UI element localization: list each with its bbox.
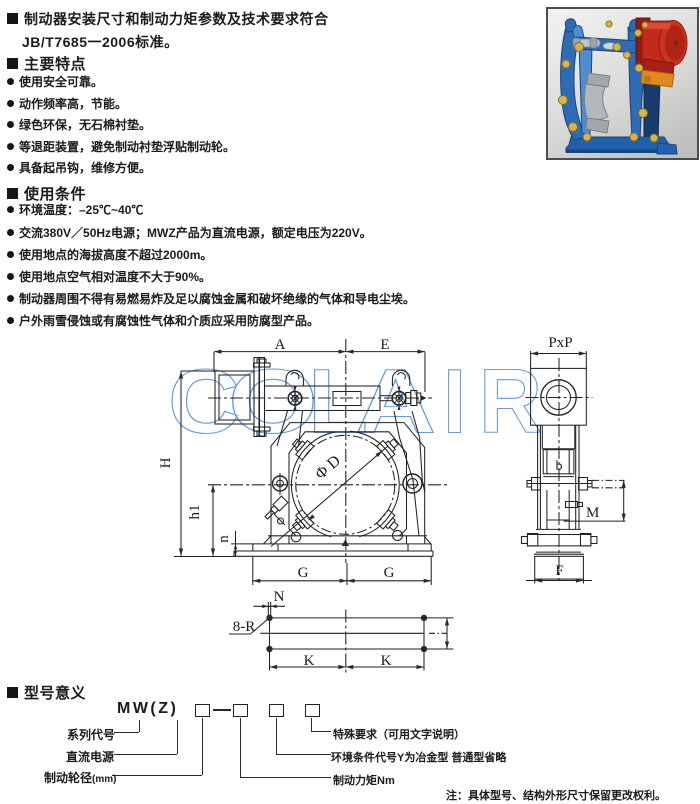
svg-text:N: N <box>274 589 285 605</box>
svg-text:h1: h1 <box>187 505 203 520</box>
svg-text:E: E <box>380 337 389 353</box>
svg-text:PxP: PxP <box>548 335 572 351</box>
svg-text:n: n <box>216 535 232 543</box>
svg-text:A: A <box>275 337 286 353</box>
svg-text:K: K <box>304 653 315 669</box>
svg-text:G: G <box>384 565 395 581</box>
svg-text:K: K <box>381 653 392 669</box>
svg-text:G: G <box>298 565 309 581</box>
svg-text:8-R: 8-R <box>233 619 256 635</box>
svg-text:H: H <box>158 457 174 468</box>
svg-text:O: O <box>228 352 318 453</box>
svg-text:b: b <box>556 459 563 474</box>
svg-text:M: M <box>586 505 599 521</box>
svg-text:C: C <box>168 352 240 453</box>
svg-text:Φ D: Φ D <box>312 452 344 483</box>
svg-text:F: F <box>555 563 563 579</box>
svg-text:I: I <box>443 352 466 453</box>
svg-text:R: R <box>479 352 542 453</box>
